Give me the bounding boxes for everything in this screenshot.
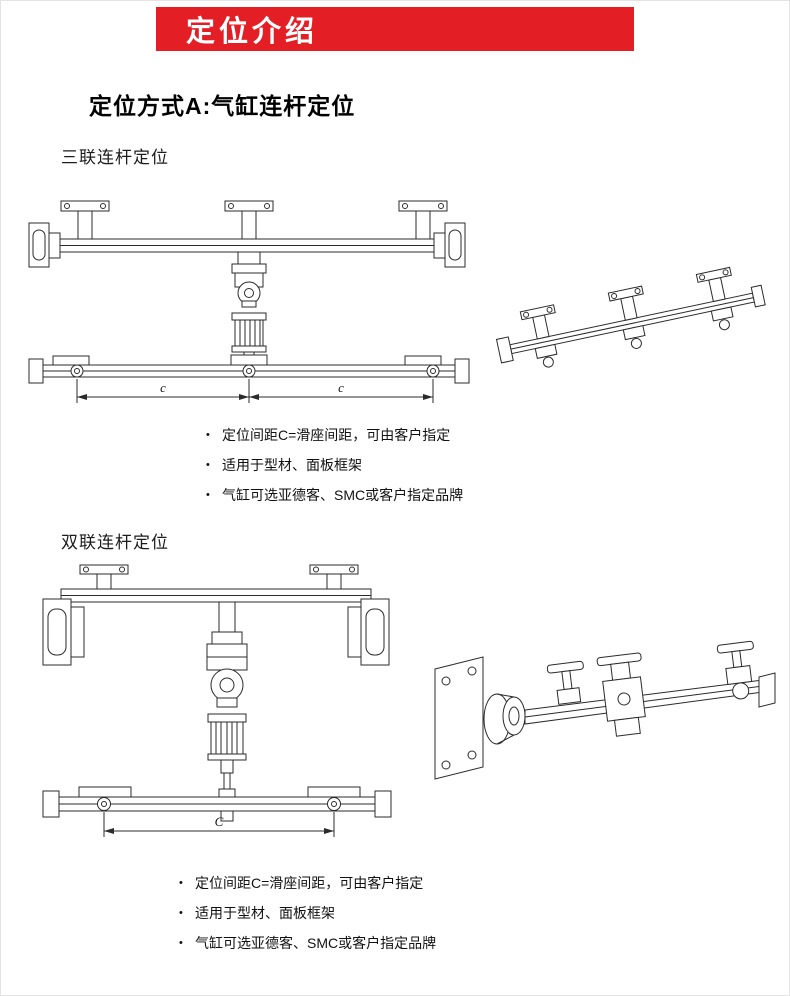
page-banner: 定位介绍 xyxy=(156,7,634,51)
bullet-text: 定位间距C=滑座间距，可由客户指定 xyxy=(195,875,424,891)
isometric-view xyxy=(495,266,766,368)
dimension-annotations: c c xyxy=(76,379,434,403)
bullet-text: 气缸可选亚德客、SMC或客户指定品牌 xyxy=(195,935,437,951)
dimension-annotations: C xyxy=(103,812,335,837)
section-triple-label: 三联连杆定位 xyxy=(61,148,169,167)
double-linkage-2d-drawing: C xyxy=(42,564,392,837)
list-item: • 定位间距C=滑座间距，可由客户指定 xyxy=(206,420,463,450)
bullet-text: 适用于型材、面板框架 xyxy=(222,457,362,473)
bottom-view xyxy=(42,786,392,822)
triple-bullet-list: • 定位间距C=滑座间距，可由客户指定 • 适用于型材、面板框架 • 气缸可选亚… xyxy=(206,420,463,510)
dimension-label-C: C xyxy=(215,814,224,829)
dimension-label-c1: c xyxy=(160,380,166,395)
bullet-text: 定位间距C=滑座间距，可由客户指定 xyxy=(222,427,451,443)
page-title: 定位方式A:气缸连杆定位 xyxy=(89,93,356,119)
double-bullet-list: • 定位间距C=滑座间距，可由客户指定 • 适用于型材、面板框架 • 气缸可选亚… xyxy=(179,868,436,958)
section-double-label: 双联连杆定位 xyxy=(61,533,169,552)
bullet-icon: • xyxy=(206,459,210,471)
isometric-view xyxy=(434,640,776,780)
list-item: • 适用于型材、面板框架 xyxy=(179,898,436,928)
bullet-icon: • xyxy=(206,489,210,501)
bullet-text: 气缸可选亚德客、SMC或客户指定品牌 xyxy=(222,487,464,503)
list-item: • 适用于型材、面板框架 xyxy=(206,450,463,480)
bullet-text: 适用于型材、面板框架 xyxy=(195,905,335,921)
bullet-icon: • xyxy=(206,429,210,441)
banner-title: 定位介绍 xyxy=(186,16,319,48)
bullet-icon: • xyxy=(179,907,183,919)
bullet-icon: • xyxy=(179,877,183,889)
front-view xyxy=(28,200,466,361)
triple-linkage-2d-drawing: c c xyxy=(28,200,470,403)
bullet-icon: • xyxy=(179,937,183,949)
list-item: • 气缸可选亚德客、SMC或客户指定品牌 xyxy=(179,928,436,958)
front-view xyxy=(42,564,390,798)
dimension-label-c2: c xyxy=(338,380,344,395)
list-item: • 气缸可选亚德客、SMC或客户指定品牌 xyxy=(206,480,463,510)
bottom-view xyxy=(28,354,470,384)
list-item: • 定位间距C=滑座间距，可由客户指定 xyxy=(179,868,436,898)
double-linkage-3d-drawing xyxy=(434,640,776,780)
triple-linkage-3d-drawing xyxy=(495,266,766,368)
